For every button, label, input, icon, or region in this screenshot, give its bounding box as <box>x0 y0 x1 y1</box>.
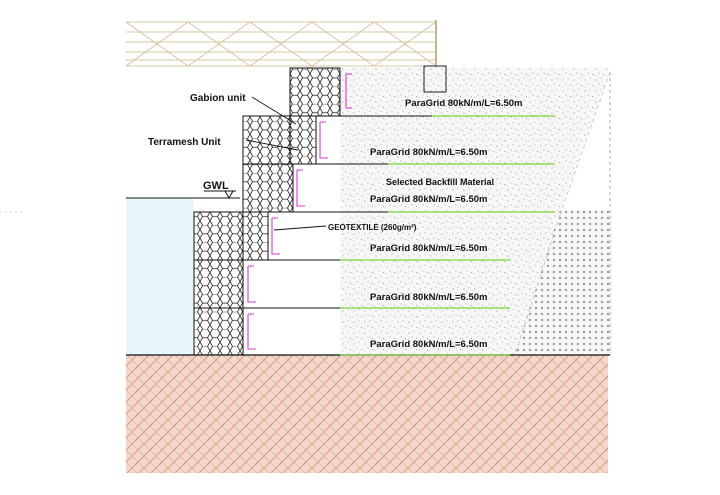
geotextile-label: GEOTEXTILE (260g/m²) <box>328 223 417 232</box>
paragrid-label: ParaGrid 80kN/m/L=6.50m <box>370 147 488 158</box>
terramesh-block <box>242 115 291 165</box>
paragrid-label: ParaGrid 80kN/m/L=6.50m <box>370 292 488 303</box>
backfill-label: Selected Backfill Material <box>386 177 494 187</box>
terramesh-block <box>193 211 244 261</box>
terramesh-block <box>242 163 294 213</box>
paragrid-label: ParaGrid 80kN/m/L=6.50m <box>370 243 488 254</box>
terramesh-block <box>242 211 269 261</box>
terramesh-block <box>193 307 244 356</box>
gwl-marker <box>204 190 236 200</box>
down-triangle-icon <box>224 190 234 200</box>
terramesh-unit-label: Terramesh Unit <box>148 137 221 148</box>
reinforcement-lines <box>243 115 555 356</box>
gabion-wall <box>193 67 341 356</box>
top-fence <box>125 20 437 68</box>
paragrid-label: ParaGrid 80kN/m/L=6.50m <box>405 98 523 109</box>
terramesh-tails <box>247 73 352 350</box>
leader-lines <box>245 96 327 231</box>
foundation-soil <box>126 355 608 473</box>
paragrid-label: ParaGrid 80kN/m/L=6.50m <box>370 339 488 350</box>
terramesh-block <box>289 115 317 165</box>
fence-footing <box>423 65 447 93</box>
terramesh-block <box>193 259 244 309</box>
gwl-label: GWL <box>203 180 229 192</box>
gabion-unit-label: Gabion unit <box>190 93 246 104</box>
gabion-block <box>289 67 341 117</box>
paragrid-label: ParaGrid 80kN/m/L=6.50m <box>370 194 488 205</box>
retained-soil <box>515 210 612 355</box>
water-body <box>126 198 194 355</box>
